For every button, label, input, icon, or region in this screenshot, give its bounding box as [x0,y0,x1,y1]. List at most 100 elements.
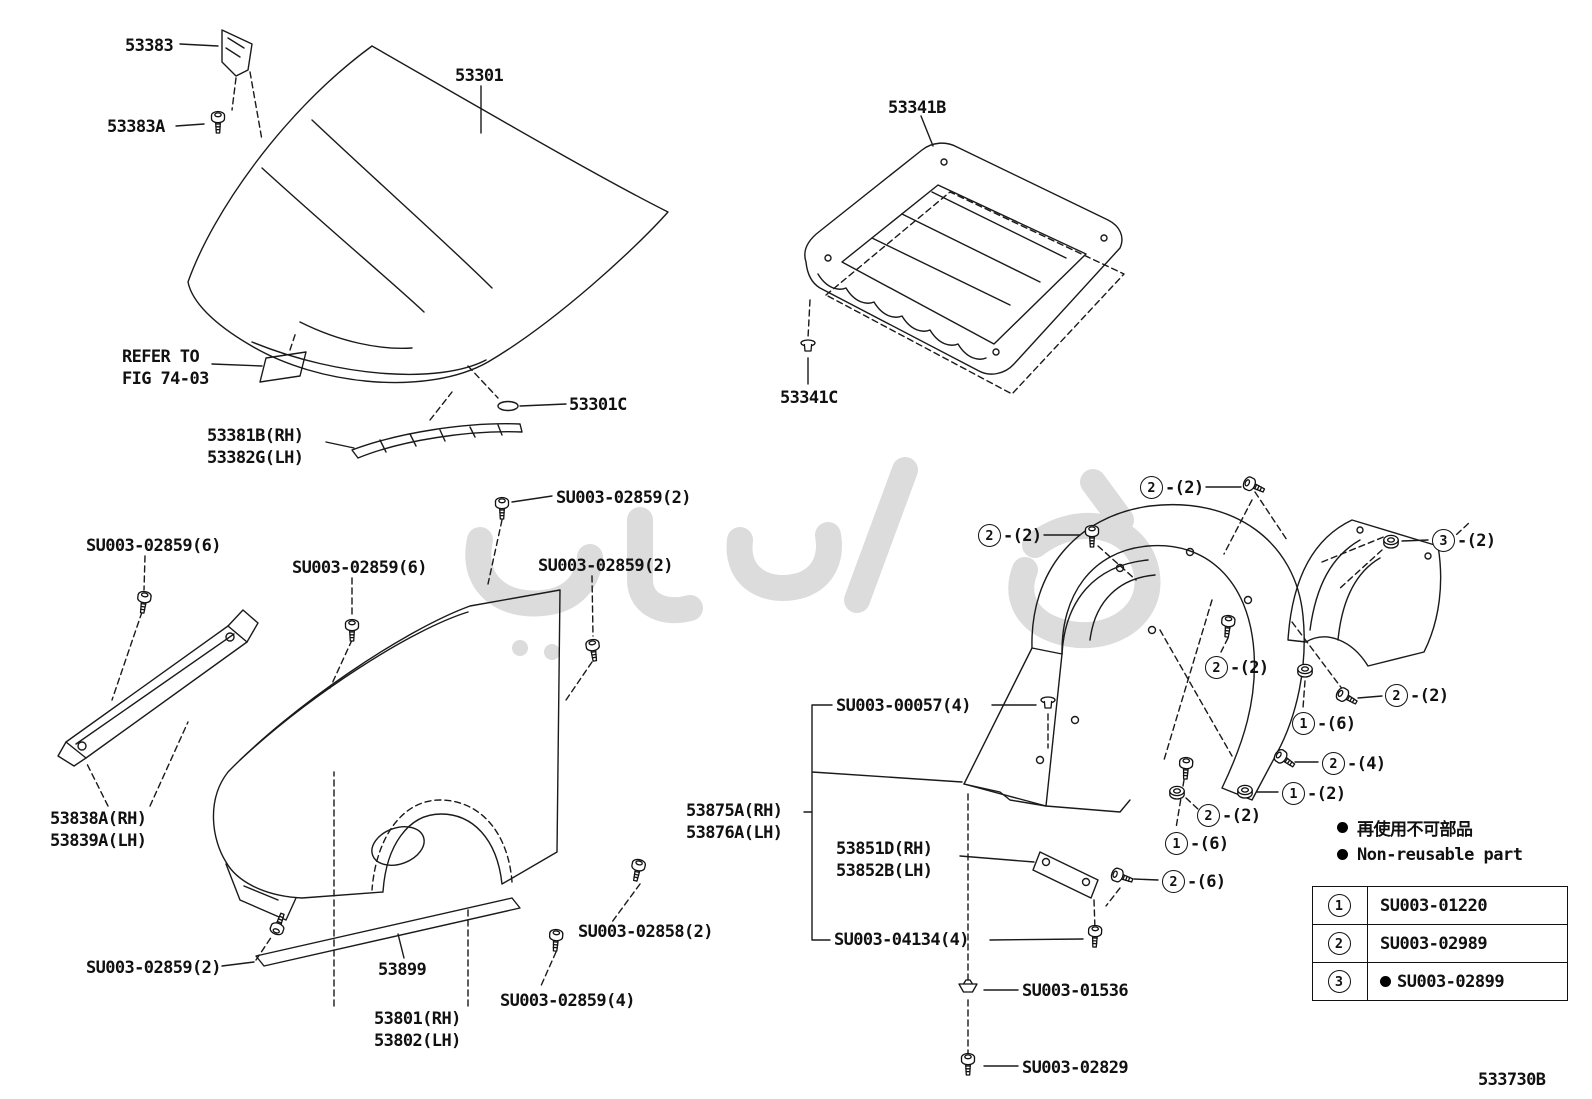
bolt-icon [135,589,153,615]
ref-circle-1: 1 [1327,894,1351,917]
grommet-icon [958,979,978,993]
nut-icon [1383,534,1399,549]
callout-qty: -(2) [1165,477,1204,498]
bolt-icon [584,637,602,663]
hood-panel-art [187,45,669,384]
label-su003-00057-4: SU003-00057(4) [836,696,971,716]
callout-qty: -(6) [1187,871,1226,892]
label-su003-02859-2-top: SU003-02859(2) [556,488,691,508]
label-53838A: 53838A(RH) [50,809,147,829]
ref-circle-2: 2 [1162,870,1185,893]
ref-circle-2: 2 [1140,476,1163,499]
bolt-icon [1333,685,1361,709]
table-part-cell: SU003-02989 [1367,924,1568,963]
label-su003-02859-2-mid: SU003-02859(2) [538,556,673,576]
callout-qty: -(6) [1190,833,1229,854]
table-part-cell: SU003-01220 [1367,886,1568,925]
callout-qty: -(2) [1307,783,1346,804]
label-53801-53802: 53801(RH) 53802(LH) [374,1008,461,1052]
label-53381B-53382G: 53381B(RH) 53382G(LH) [207,425,304,469]
label-53838A-53839A: 53838A(RH) 53839A(LH) [50,808,147,852]
nut-icon [1169,785,1185,800]
legend-row-jp: 再使用不可部品 [1337,814,1523,841]
bolt-icon [1087,924,1103,948]
bolt-icon [1084,524,1100,548]
label-su003-02859-6-mid: SU003-02859(6) [292,558,427,578]
hood-seal-art [351,423,523,459]
drawing-number: 533730B [1478,1070,1546,1090]
bolt-icon [628,857,647,883]
callout-1-qty6-b: 1-(6) [1165,832,1229,855]
non-reusable-legend: 再使用不可部品 Non-reusable part [1337,814,1523,868]
fender-leader-lines [85,495,641,1007]
label-53383A: 53383A [107,117,165,137]
non-reusable-dot-icon [1380,976,1391,987]
label-53899: 53899 [378,960,427,980]
fender-molding-art [255,897,521,967]
label-53851D: 53851D(RH) [836,839,933,859]
label-53839A: 53839A(LH) [50,831,147,851]
label-53301C: 53301C [569,395,627,415]
callout-qty: -(6) [1317,713,1356,734]
callout-2-qty2-b: 2-(2) [978,524,1042,547]
ref-circle-1: 1 [1292,712,1315,735]
part-number: SU003-01220 [1380,895,1488,916]
callout-2-qty2-d: 2-(2) [1385,684,1449,707]
table-part-cell: SU003-02899 [1367,962,1568,1001]
part-number: SU003-02899 [1397,971,1505,992]
table-ref-cell: 2 [1312,924,1368,963]
bolt-icon [1178,756,1194,781]
part-number: SU003-02989 [1380,933,1488,954]
legend-text-en: Non-reusable part [1357,844,1523,865]
ref-circle-2: 2 [1322,752,1345,775]
label-53381B: 53381B(RH) [207,426,304,446]
bolt-icon [960,1052,976,1076]
fastener-reference-table: 1 SU003-01220 2 SU003-02989 3 SU003-0289… [1312,886,1568,1001]
ref-circle-3: 3 [1327,970,1351,993]
callout-qty: -(2) [1003,525,1042,546]
non-reusable-dot-icon [1337,849,1348,860]
bolt-icon [1109,866,1136,888]
table-row: 3 SU003-02899 [1312,962,1568,1001]
label-53876A: 53876A(LH) [686,823,783,843]
label-53802: 53802(LH) [374,1031,461,1051]
callout-1-qty6-a: 1-(6) [1292,712,1356,735]
legend-row-en: Non-reusable part [1337,841,1523,868]
liner-bracket-art [1032,851,1099,931]
label-53875A: 53875A(RH) [686,801,783,821]
bolt-icon [1219,614,1237,639]
label-su003-02859-6-left: SU003-02859(6) [86,536,221,556]
callout-qty: -(2) [1230,657,1269,678]
bolt-icon [344,618,360,642]
nut-icon [1297,663,1313,678]
bolt-icon [1240,474,1268,498]
label-su003-02829: SU003-02829 [1022,1058,1129,1078]
callout-qty: -(2) [1457,530,1496,551]
bolt-icon [547,928,564,953]
ref-circle-2: 2 [1327,932,1351,955]
label-su003-02858-2: SU003-02858(2) [578,922,713,942]
label-53383: 53383 [125,36,174,56]
hood-leader-lines [211,85,567,449]
hood-hook-art [175,29,263,141]
label-53382G: 53382G(LH) [207,448,304,468]
label-refer-fig: REFER TO FIG 74-03 [122,346,209,390]
refer-line1: REFER TO [122,347,200,367]
label-53801: 53801(RH) [374,1009,461,1029]
callout-1-qty2: 1-(2) [1282,782,1346,805]
ref-circle-2: 2 [1385,684,1408,707]
label-53341B: 53341B [888,98,946,118]
label-53341C: 53341C [780,388,838,408]
hood-insulator-art [804,115,1125,395]
bolt-icon [1271,747,1299,772]
label-su003-02859-4: SU003-02859(4) [500,991,635,1011]
ref-circle-3: 3 [1432,529,1455,552]
label-su003-01536: SU003-01536 [1022,981,1129,1001]
refer-line2: FIG 74-03 [122,369,209,389]
clip-icon [800,339,816,352]
ref-circle-2: 2 [978,524,1001,547]
callout-3-qty2: 3-(2) [1432,529,1496,552]
table-row: 2 SU003-02989 [1312,924,1568,963]
